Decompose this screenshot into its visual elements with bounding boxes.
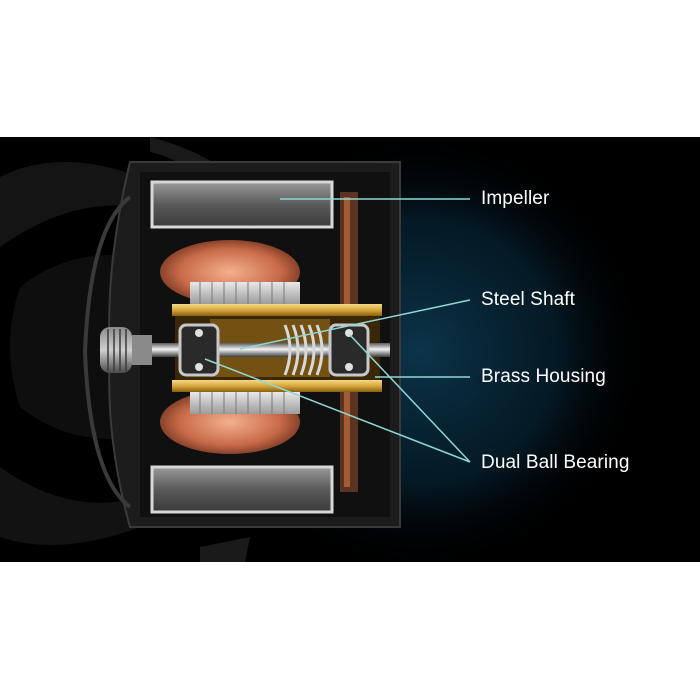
- callout-brass-housing: Brass Housing: [481, 366, 606, 387]
- callout-dual-ball-bearing: Dual Ball Bearing: [481, 452, 630, 473]
- leader-lines: [204, 198, 471, 463]
- callout-impeller: Impeller: [481, 188, 550, 209]
- motor-cutaway-illustration: [0, 137, 650, 562]
- ball-bearing-left: [178, 323, 220, 377]
- knurled-end-cap: [100, 327, 152, 373]
- leader-line-bearing-left: [204, 358, 471, 463]
- fan-blades: [0, 137, 250, 562]
- callout-steel-shaft: Steel Shaft: [481, 289, 576, 310]
- ball-bearing-right: [328, 323, 370, 377]
- stator-laminations: [190, 282, 300, 414]
- diagram-panel: Impeller Steel Shaft Brass Housing Dual …: [0, 137, 700, 562]
- leader-line-steel-shaft: [239, 299, 471, 350]
- leader-line-bearing-right: [349, 334, 471, 463]
- spring: [283, 324, 324, 376]
